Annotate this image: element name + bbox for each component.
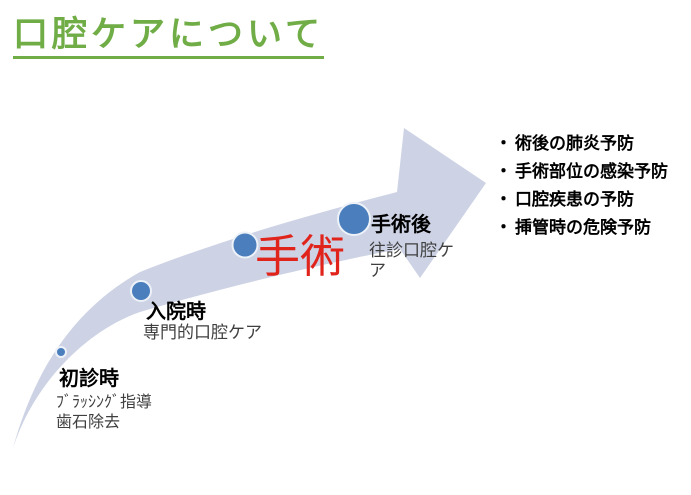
stage-label-initial-visit: 初診時: [59, 368, 119, 390]
stage-label-post-surgery: 手術後: [371, 214, 431, 236]
list-item: ・ 口腔疾患の予防: [495, 185, 668, 213]
page-title: 口腔ケアについて: [13, 15, 324, 59]
benefit-text: 術後の肺炎予防: [515, 134, 634, 153]
benefit-text: 手術部位の感染予防: [515, 162, 668, 181]
swoosh-arrow-shape: [13, 128, 486, 448]
benefit-text: 挿管時の危険予防: [515, 218, 651, 237]
bullet-marker: ・: [495, 162, 512, 181]
benefit-text: 口腔疾患の予防: [515, 190, 634, 209]
stage-dot-admission: [130, 280, 152, 302]
stage-dot-initial: [55, 346, 67, 358]
stage-note-initial-visit: ﾌﾞﾗｯｼﾝｸﾞ指導 歯石除去: [56, 394, 153, 431]
list-item: ・ 挿管時の危険予防: [495, 213, 668, 241]
stage-dot-post-surgery: [337, 202, 371, 236]
bullet-marker: ・: [495, 218, 512, 237]
stage-label-admission: 入院時: [146, 301, 206, 323]
stage-note-admission: 専門的口腔ケア: [143, 323, 262, 342]
bullet-marker: ・: [495, 190, 512, 209]
stage-dot-surgery: [231, 231, 259, 259]
list-item: ・ 術後の肺炎予防: [495, 129, 668, 157]
stage-note-post-surgery: 往診口腔ケ ア: [369, 241, 454, 280]
benefits-list: ・ 術後の肺炎予防 ・ 手術部位の感染予防 ・ 口腔疾患の予防 ・ 挿管時の危険…: [495, 129, 668, 241]
list-item: ・ 手術部位の感染予防: [495, 157, 668, 185]
bullet-marker: ・: [495, 134, 512, 153]
surgery-highlight-label: 手術: [255, 231, 346, 282]
